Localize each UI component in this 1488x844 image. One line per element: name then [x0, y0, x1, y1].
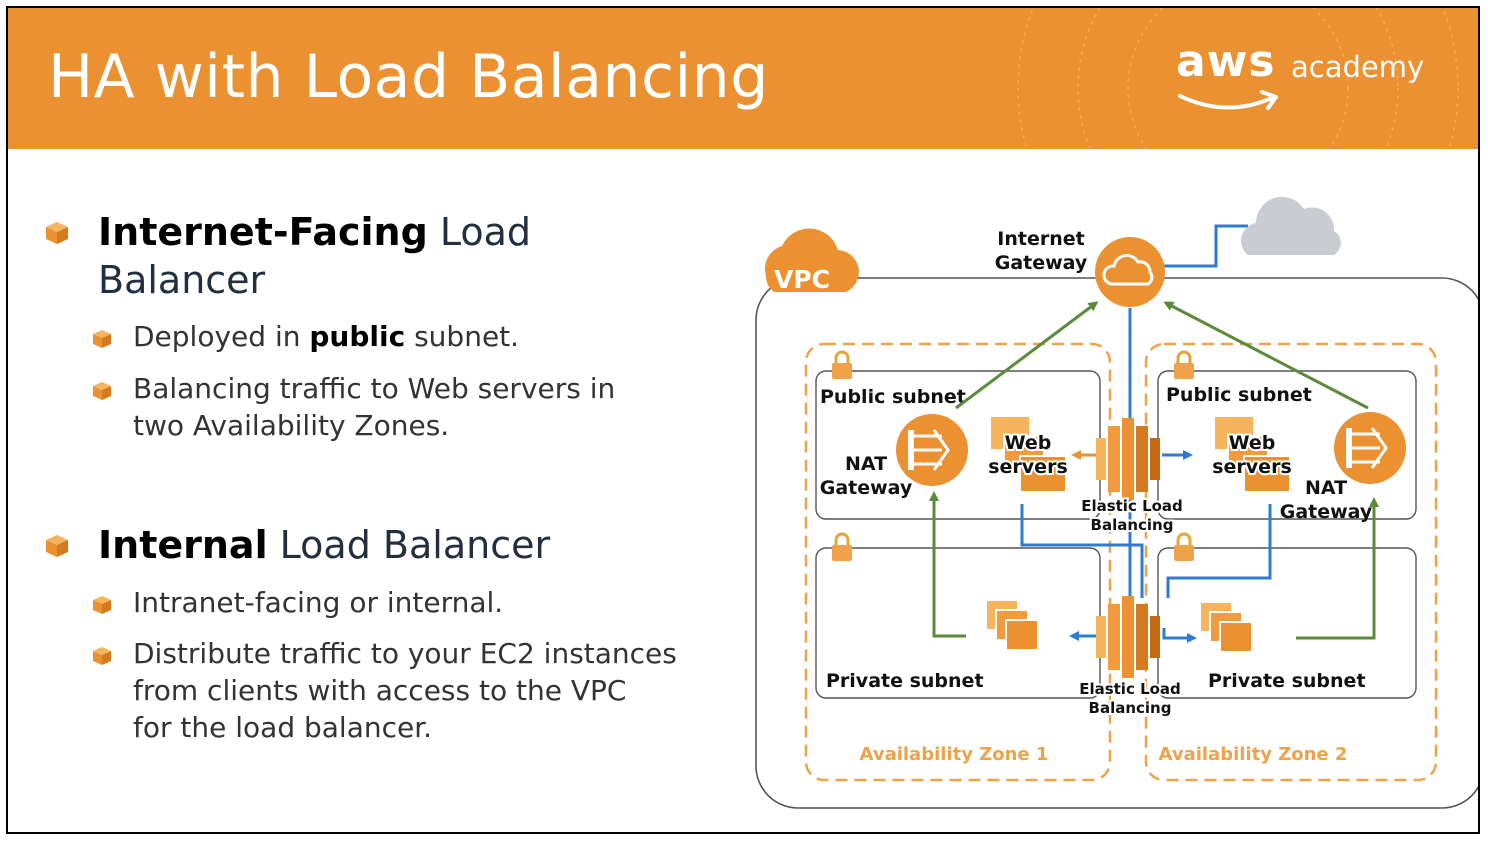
internet-gateway-icon	[1095, 237, 1165, 307]
subbullet-balancing-line2: two Availability Zones.	[133, 409, 450, 442]
nat-left-label-1: NAT	[845, 453, 887, 475]
subbullet-intranet: Intranet-facing or internal.	[133, 584, 503, 621]
vpc-label: VPC	[774, 265, 830, 294]
web-right-label-1: Web	[1229, 432, 1276, 454]
cube-subbullet-icon	[93, 382, 111, 400]
lock-icon	[1172, 532, 1196, 563]
private-subnet-left-label: Private subnet	[826, 670, 984, 692]
elb-top-label-2: Balancing	[1091, 516, 1174, 534]
nat-right-label-2: Gateway	[1280, 501, 1373, 523]
bullet-internet-facing-bold: Internet-Facing	[98, 210, 428, 254]
nat-gateway-right-icon	[1334, 412, 1406, 484]
aws-smile-icon	[1178, 90, 1278, 110]
private-subnet-right-label: Private subnet	[1208, 670, 1366, 692]
aws-academy-logo: aws academy	[1176, 36, 1436, 126]
lock-icon	[830, 532, 854, 563]
vpc-boundary	[755, 277, 1478, 809]
elastic-load-balancing-bottom-icon	[1096, 596, 1160, 678]
subbullet-distribute: Distribute traffic to your EC2 instances…	[133, 635, 677, 746]
cube-subbullet-icon	[93, 647, 111, 665]
web-servers-left-icon	[989, 415, 1067, 493]
bullet-internal-bold: Internal	[98, 523, 268, 567]
logo-brand: aws	[1176, 36, 1276, 87]
subbullet-intranet-line1: Intranet-facing or internal.	[133, 586, 504, 619]
elastic-load-balancing-top-icon	[1096, 418, 1160, 500]
cube-subbullet-icon	[93, 330, 111, 348]
cube-bullet-icon	[46, 535, 68, 557]
availability-zone-1	[804, 342, 1112, 782]
bullet-internal-rest: Load Balancer	[267, 523, 551, 567]
vpc-cloud-icon	[764, 228, 859, 292]
web-left-label-2: servers	[988, 456, 1068, 478]
slide-title: HA with Load Balancing	[48, 42, 769, 112]
web-right-label-2: servers	[1212, 456, 1292, 478]
nat-left-label-2: Gateway	[820, 477, 913, 499]
cube-subbullet-icon	[93, 596, 111, 614]
subbullet-deployed-suffix: subnet.	[405, 320, 520, 353]
internet-cloud-icon	[1240, 196, 1341, 255]
az1-label: Availability Zone 1	[860, 744, 1049, 765]
subbullet-distribute-line2: from clients with access to the VPC	[133, 674, 627, 707]
bullet-internet-facing-rest: Load	[427, 210, 532, 254]
elb-top-label-1: Elastic Load	[1081, 497, 1183, 515]
subbullet-distribute-line1: Distribute traffic to your EC2 instances	[133, 637, 677, 670]
web-servers-right-icon	[1213, 415, 1291, 493]
subbullet-deployed-public: Deployed in public subnet.	[133, 318, 519, 355]
elb-bottom-label-1: Elastic Load	[1079, 680, 1181, 698]
lock-icon	[1172, 350, 1196, 381]
bullet-internet-facing-line2: Balancer	[98, 258, 266, 302]
subbullet-deployed-bold: public	[309, 320, 406, 353]
az2-label: Availability Zone 2	[1159, 744, 1348, 765]
elb-bottom-label-2: Balancing	[1089, 699, 1172, 717]
cube-bullet-icon	[46, 222, 68, 244]
bullet-internal: Internal Load Balancer	[98, 521, 550, 569]
logo-product: academy	[1291, 50, 1425, 84]
internet-gateway-label-1: Internet	[997, 228, 1084, 250]
bullet-internet-facing: Internet-Facing Load Balancer	[98, 208, 531, 304]
architecture-diagram: VPC Availability Zone 1 Availability Zon…	[755, 196, 1478, 809]
header-decoration	[1017, 8, 1459, 149]
internet-gateway-label-2: Gateway	[995, 252, 1088, 274]
availability-zone-2	[1144, 342, 1438, 782]
subbullet-balancing-line1: Balancing traffic to Web servers in	[133, 372, 616, 405]
web-left-label-1: Web	[1005, 432, 1052, 454]
public-subnet-left-label: Public subnet	[820, 386, 966, 408]
subbullet-balancing-traffic: Balancing traffic to Web servers in two …	[133, 370, 615, 444]
private-instances-right-icon	[1199, 601, 1253, 653]
subbullet-deployed-prefix: Deployed in	[133, 320, 310, 353]
nat-gateway-left-icon	[896, 414, 968, 486]
slide-header: HA with Load Balancing aws academy	[8, 8, 1478, 149]
nat-right-label-1: NAT	[1305, 477, 1347, 499]
lock-icon	[830, 350, 854, 381]
subbullet-distribute-line3: for the load balancer.	[133, 711, 433, 744]
private-instances-left-icon	[985, 599, 1039, 651]
slide-frame: HA with Load Balancing aws academy Inter…	[6, 6, 1480, 834]
public-subnet-right-label: Public subnet	[1166, 384, 1312, 406]
